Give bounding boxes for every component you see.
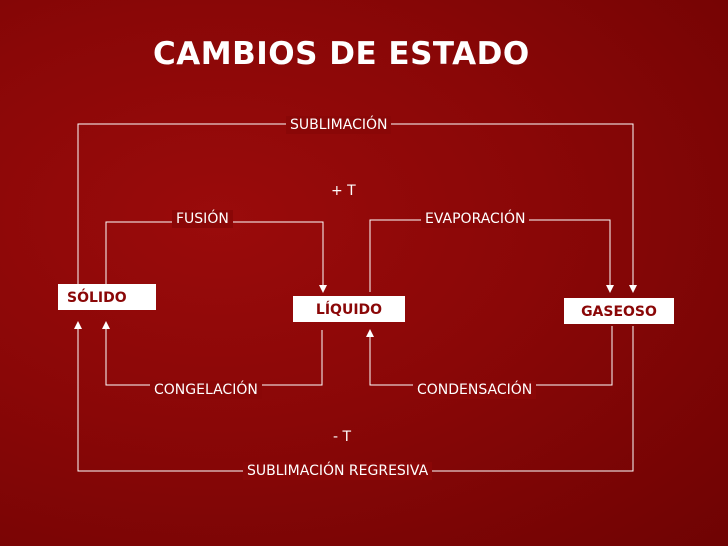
fusion-label: FUSIÓN [172,210,233,228]
condensation-label: CONDENSACIÓN [413,381,537,399]
sublimation-arrow [77,123,637,293]
temperature-decrease-label: - T [333,429,352,445]
solid-state-box: SÓLIDO [58,284,156,310]
temperature-increase-label: + T [331,183,356,199]
solidification-arrow [102,321,323,386]
liquid-state-box: LÍQUIDO [293,296,405,322]
evaporation-label: EVAPORACIÓN [421,210,530,228]
condensation-arrow [366,326,613,386]
solidification-label: CONGELACIÓN [150,381,262,399]
reverse-sublimation-label: SUBLIMACIÓN REGRESIVA [243,462,433,480]
slide-title: CAMBIOS DE ESTADO [153,36,530,72]
gas-state-box: GASEOSO [564,298,674,324]
evaporation-arrow [369,219,614,293]
fusion-arrow [105,221,327,293]
sublimation-label: SUBLIMACIÓN [286,116,392,134]
